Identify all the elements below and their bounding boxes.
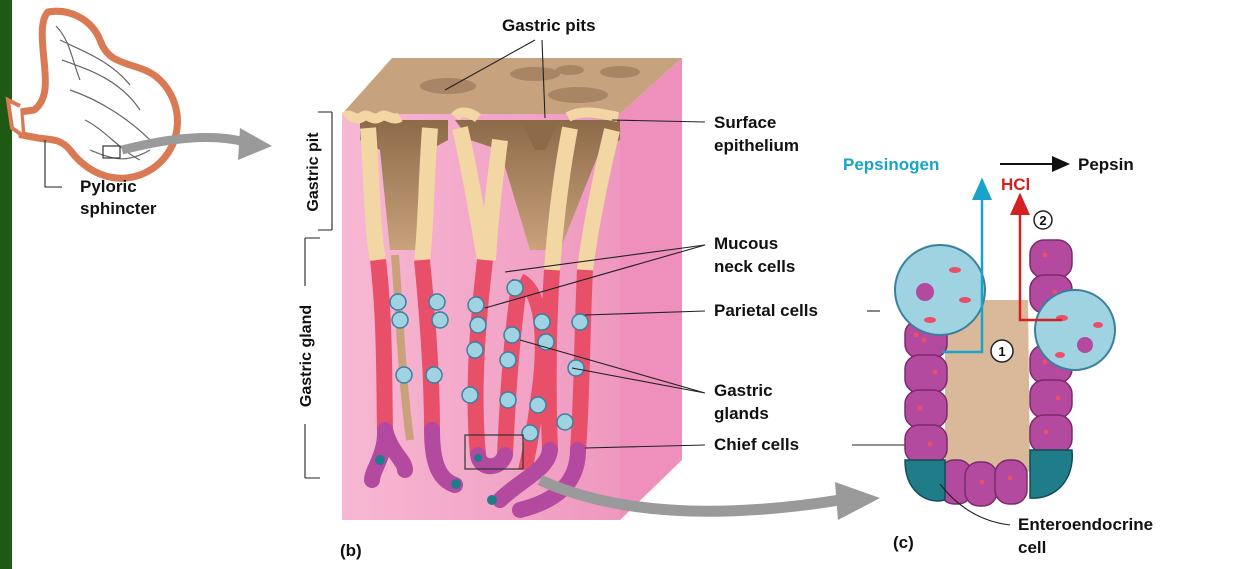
panel-c-label: (c) [893, 533, 914, 552]
parietal-cells-label: Parietal cells [714, 301, 818, 320]
hcl-label: HCl [1001, 175, 1030, 194]
mucous-neck-label-line2: neck cells [714, 257, 795, 276]
panel-b-label: (b) [340, 541, 362, 560]
enteroendocrine-label-line2: cell [1018, 538, 1046, 557]
pyloric-leader-line [45, 140, 62, 187]
pyloric-label-line1: Pyloric [80, 177, 137, 196]
gastric-pit-vertical-label: Gastric pit [305, 132, 322, 212]
gastric-pits-label: Gastric pits [502, 16, 596, 35]
pepsinogen-label: Pepsinogen [843, 155, 939, 174]
step-1-text: 1 [998, 344, 1005, 359]
pyloric-label-line2: sphincter [80, 199, 157, 218]
surface-epithelium-label-line2: epithelium [714, 136, 799, 155]
pepsin-label: Pepsin [1078, 155, 1134, 174]
step-2-text: 2 [1039, 213, 1046, 228]
enteroendocrine-label-line1: Enteroendocrine [1018, 515, 1153, 534]
surface-epithelium-label-line1: Surface [714, 113, 776, 132]
block-side-face [620, 58, 682, 520]
mucous-neck-label-line1: Mucous [714, 234, 778, 253]
stomach-illustration [8, 11, 177, 178]
chief-cells-label: Chief cells [714, 435, 799, 454]
gastric-gland-vertical-label: Gastric gland [298, 305, 315, 407]
gastric-glands-label-line1: Gastric [714, 381, 773, 400]
tissue-block [342, 58, 682, 520]
step-2-marker: 2 [1034, 211, 1052, 229]
gastric-glands-label-line2: glands [714, 404, 769, 423]
gland-detail-c [895, 164, 1115, 506]
step-1-marker: 1 [991, 340, 1013, 362]
